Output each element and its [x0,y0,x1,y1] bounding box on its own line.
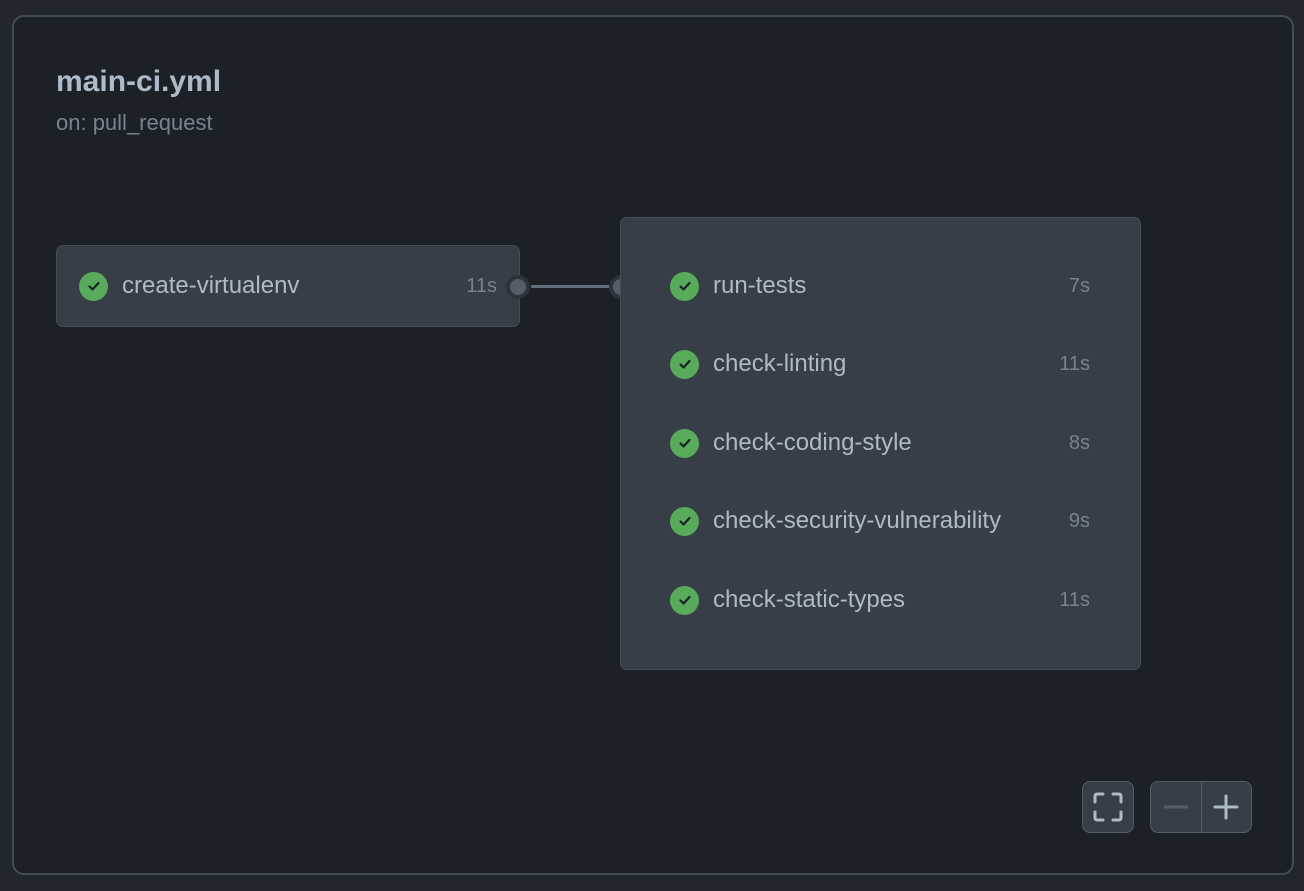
zoom-divider [1200,782,1202,832]
fullscreen-button[interactable] [1083,782,1133,832]
zoom-in-button[interactable] [1201,782,1251,832]
job-duration: 11s [1059,352,1090,375]
job-duration: 8s [1068,431,1090,454]
job-group-card: run-tests 7s check-linting 11s check-cod… [620,217,1141,670]
job-row-check-linting[interactable]: check-linting 11s [670,344,1090,384]
check-circle-icon [670,271,699,301]
check-circle-icon [670,506,699,536]
fullscreen-icon [1093,792,1123,822]
check-circle-icon [79,271,108,301]
job-row-run-tests[interactable]: run-tests 7s [670,266,1090,306]
zoom-out-button[interactable] [1151,782,1201,832]
job-duration: 7s [1068,274,1090,297]
job-duration: 11s [1059,588,1090,611]
job-name: check-linting [713,350,847,377]
fullscreen-control [1082,781,1134,833]
job-row-check-coding-style[interactable]: check-coding-style 8s [670,423,1090,463]
plus-icon [1213,794,1239,820]
minus-icon [1163,805,1189,809]
check-circle-icon [670,428,699,458]
job-duration: 11s [466,274,497,297]
zoom-controls [1150,781,1252,833]
job-name: check-security-vulnerability [713,507,1002,534]
job-name: run-tests [713,272,807,299]
job-row-check-security-vulnerability[interactable]: check-security-vulnerability 9s [670,501,1090,541]
job-row[interactable]: create-virtualenv 11s [79,266,497,306]
job-name: create-virtualenv [122,272,300,299]
check-circle-icon [670,349,699,379]
check-circle-icon [670,585,699,615]
job-row-check-static-types[interactable]: check-static-types 11s [670,580,1090,620]
workflow-title: main-ci.yml [56,65,222,98]
job-name: check-coding-style [713,429,912,456]
job-connector-line [531,285,609,288]
job-card-create-virtualenv[interactable]: create-virtualenv 11s [56,245,520,327]
job-duration: 9s [1068,509,1090,532]
workflow-graph-panel: main-ci.yml on: pull_request create-virt… [12,15,1294,875]
workflow-trigger: on: pull_request [56,110,213,135]
job-name: check-static-types [713,586,906,613]
output-port [506,275,530,299]
